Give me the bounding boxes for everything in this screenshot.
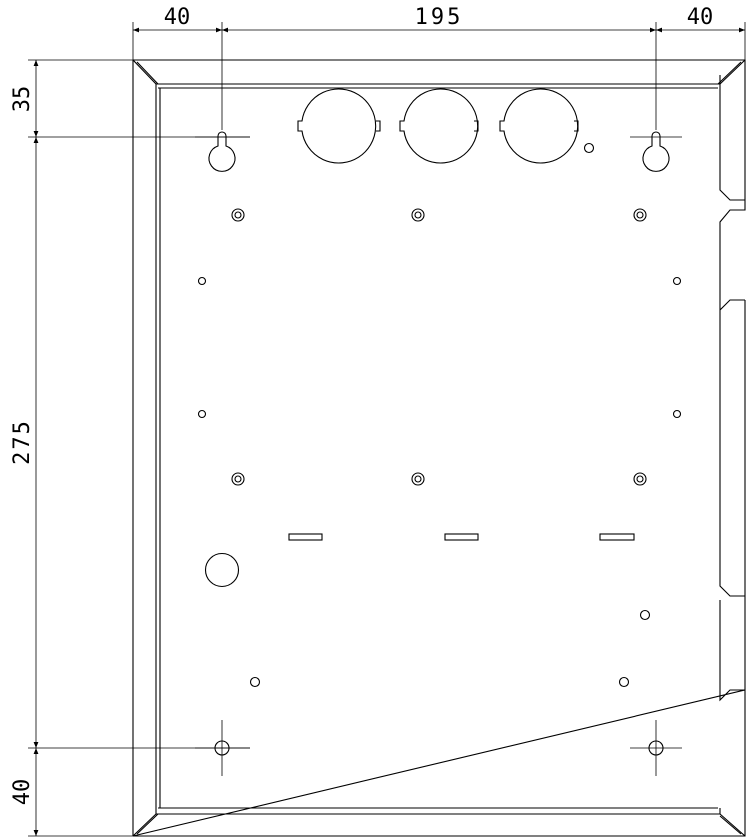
lower-knockout [204, 552, 240, 588]
mounting-studs [231, 208, 647, 486]
keyhole-slot-left [208, 131, 236, 172]
bottom-fixing-hole-right [630, 720, 682, 776]
dim-top-middle: 195 [415, 5, 464, 30]
dim-left-middle: 275 [10, 419, 35, 465]
small-holes [197, 142, 682, 688]
cable-knockouts [297, 88, 579, 164]
keyhole-slot-right [642, 131, 670, 172]
rectangular-slots [288, 533, 635, 541]
dim-left-bottom: 40 [10, 779, 35, 806]
dim-left-top: 35 [10, 86, 35, 113]
dim-top-right: 40 [687, 5, 714, 30]
bottom-fixing-hole-left [195, 720, 250, 776]
dimension-lines [28, 22, 746, 837]
dim-top-left: 40 [164, 5, 191, 30]
plate-outline [132, 59, 746, 837]
